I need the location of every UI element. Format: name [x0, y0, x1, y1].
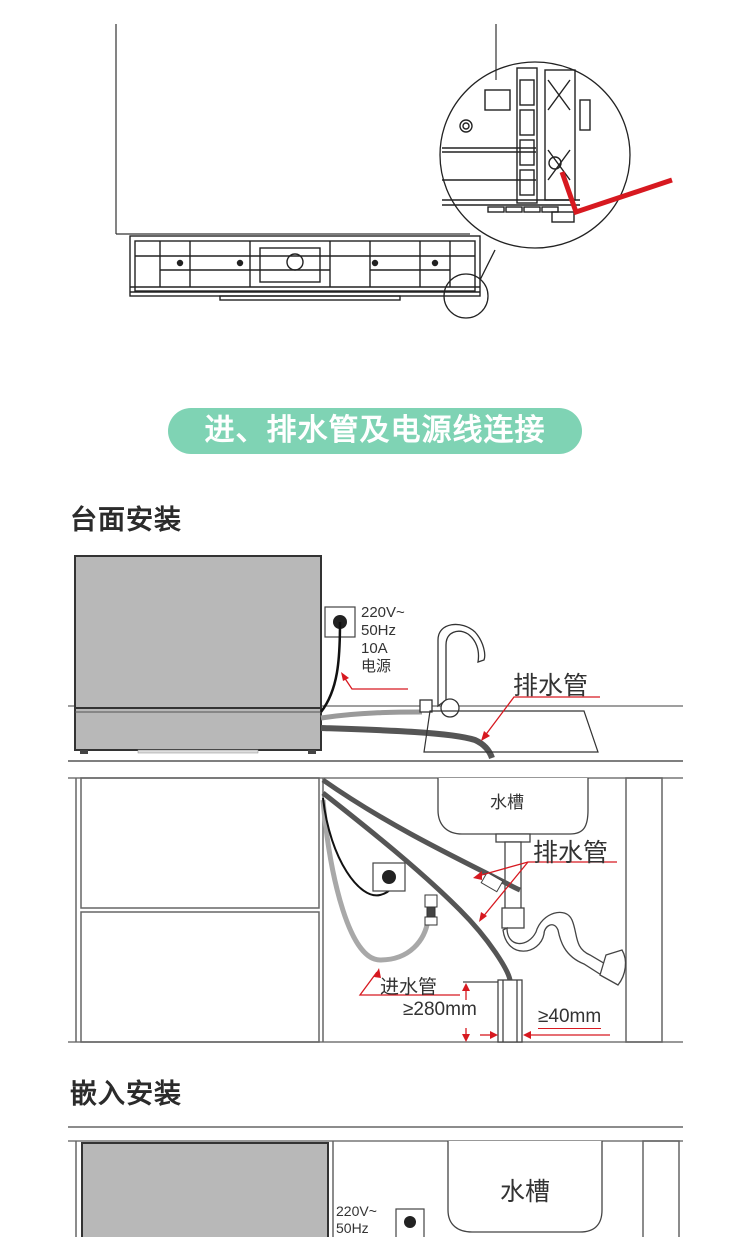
detail-magnified-parts [442, 67, 591, 223]
leveling-foot-diagram [115, 24, 673, 319]
embedded-wall-socket [395, 1208, 425, 1237]
sink-top-view [423, 710, 599, 753]
leveling-foot-indicator-arrow [559, 171, 673, 216]
embedded-sink-basin [447, 1141, 603, 1233]
under-inlet-hose [320, 799, 431, 963]
dishwasher-appliance [74, 555, 322, 754]
embedded-install-heading: 嵌入安装 [70, 1079, 182, 1110]
appliance-base-frame [129, 235, 481, 301]
inlet-valve [424, 894, 438, 926]
sink-label: 水槽 [490, 793, 524, 812]
section-banner: 进、排水管及电源线连接 [168, 408, 582, 454]
gap-requirement-label: ≥40mm [538, 1006, 602, 1029]
countertop-install-heading: 台面安装 [70, 505, 182, 536]
drain-hose-connector [480, 871, 504, 893]
power-label-pointer [343, 676, 408, 690]
inlet-pointer [358, 971, 460, 996]
embedded-cabinet-frame [75, 1140, 680, 1237]
embedded-power-spec: 220V~ 50Hz [336, 1203, 377, 1237]
embedded-power-frequency: 50Hz [336, 1220, 369, 1236]
countertop-install-diagram [68, 555, 683, 1043]
power-cord [320, 621, 342, 713]
drain-trap [495, 833, 627, 986]
inlet-hose-label: 进水管 [380, 977, 438, 998]
under-drain-hose-upper [321, 777, 521, 893]
drain-label-pointer [483, 696, 600, 738]
cabinet-side-panel [625, 777, 663, 1043]
drain-hose [320, 725, 495, 760]
power-voltage: 220V~ [361, 604, 405, 621]
power-spec-label: 220V~ 50Hz 10A 电源 [361, 604, 405, 676]
faucet [419, 623, 486, 718]
standpipe [497, 979, 523, 1043]
detail-magnifier-circle [439, 61, 631, 319]
embedded-dishwasher [81, 1142, 329, 1237]
under-drain-pointers [477, 861, 617, 919]
embedded-power-voltage: 220V~ [336, 1203, 377, 1219]
under-drain-hose-label: 排水管 [533, 839, 609, 867]
power-label: 电源 [361, 658, 392, 675]
power-frequency: 50Hz [361, 622, 397, 639]
inlet-hose [320, 709, 423, 721]
drain-hose-label: 排水管 [513, 672, 589, 700]
under-drain-hose-lower [321, 791, 513, 981]
power-current: 10A [361, 640, 388, 657]
height-requirement-label: ≥280mm [403, 999, 477, 1020]
embedded-sink-label: 水槽 [500, 1178, 551, 1206]
under-wall-socket [372, 862, 406, 892]
